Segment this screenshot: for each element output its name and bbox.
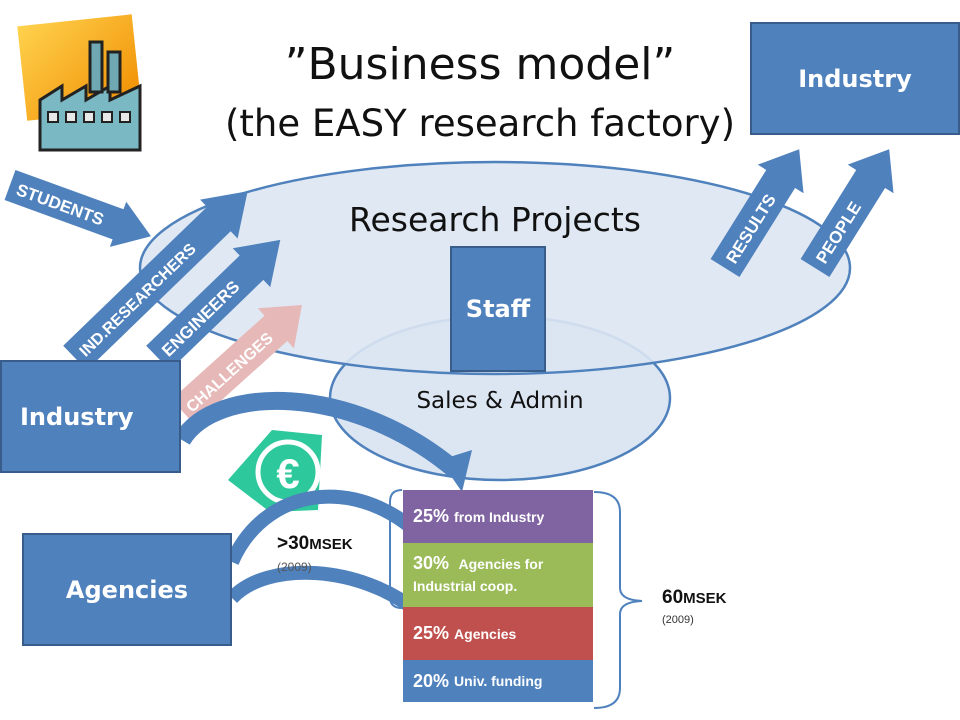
grand-total-value: 60	[662, 587, 684, 608]
grand-total-amount: 60MSEK	[662, 587, 726, 609]
funding-label: Univ. funding	[454, 673, 543, 689]
students-arrow: STUDENTS	[4, 169, 151, 247]
funding-segment-agencies: 25% Agencies	[403, 607, 593, 660]
page-title: ”Business model”	[284, 39, 676, 90]
funding-segment-industrial-coop: 30% Agencies for Industrial coop.	[403, 543, 593, 607]
agency-total-unit: MSEK	[309, 536, 353, 553]
funding-label: Agencies	[454, 625, 517, 642]
total-bracket	[593, 491, 643, 709]
factory-icon	[17, 14, 142, 152]
funding-percent: 25%	[413, 506, 450, 526]
funding-segment-univ: 20% Univ. funding	[403, 660, 593, 702]
industry-output-box: Industry	[750, 22, 960, 135]
euro-icon: €	[228, 430, 322, 512]
agencies-box: Agencies	[22, 533, 232, 646]
funding-percent: 25%	[413, 623, 450, 643]
grand-total-unit: MSEK	[683, 590, 727, 607]
funding-segment-industry: 25% from Industry	[403, 490, 593, 543]
agency-bracket	[389, 489, 403, 609]
funding-label: from Industry	[454, 508, 545, 525]
agency-total-year: (2009)	[277, 560, 312, 574]
staff-box: Staff	[450, 246, 546, 372]
funding-percent: 20%	[413, 670, 450, 691]
industry-input-box: Industry	[0, 360, 181, 473]
sales-admin-label: Sales & Admin	[416, 388, 584, 414]
research-projects-label: Research Projects	[349, 200, 641, 239]
industry-funding-curved-arrow	[174, 391, 472, 492]
funding-label: Agencies for Industrial coop.	[413, 556, 544, 594]
people-arrow: PEOPLE	[800, 149, 894, 278]
agency-total-amount: >30MSEK	[277, 533, 353, 555]
euro-symbol: €	[276, 450, 299, 497]
grand-total-year: (2009)	[662, 614, 694, 626]
funding-percent: 30%	[413, 553, 450, 573]
agency-total-value: >30	[277, 533, 310, 554]
page-subtitle: (the EASY research factory)	[224, 102, 735, 145]
